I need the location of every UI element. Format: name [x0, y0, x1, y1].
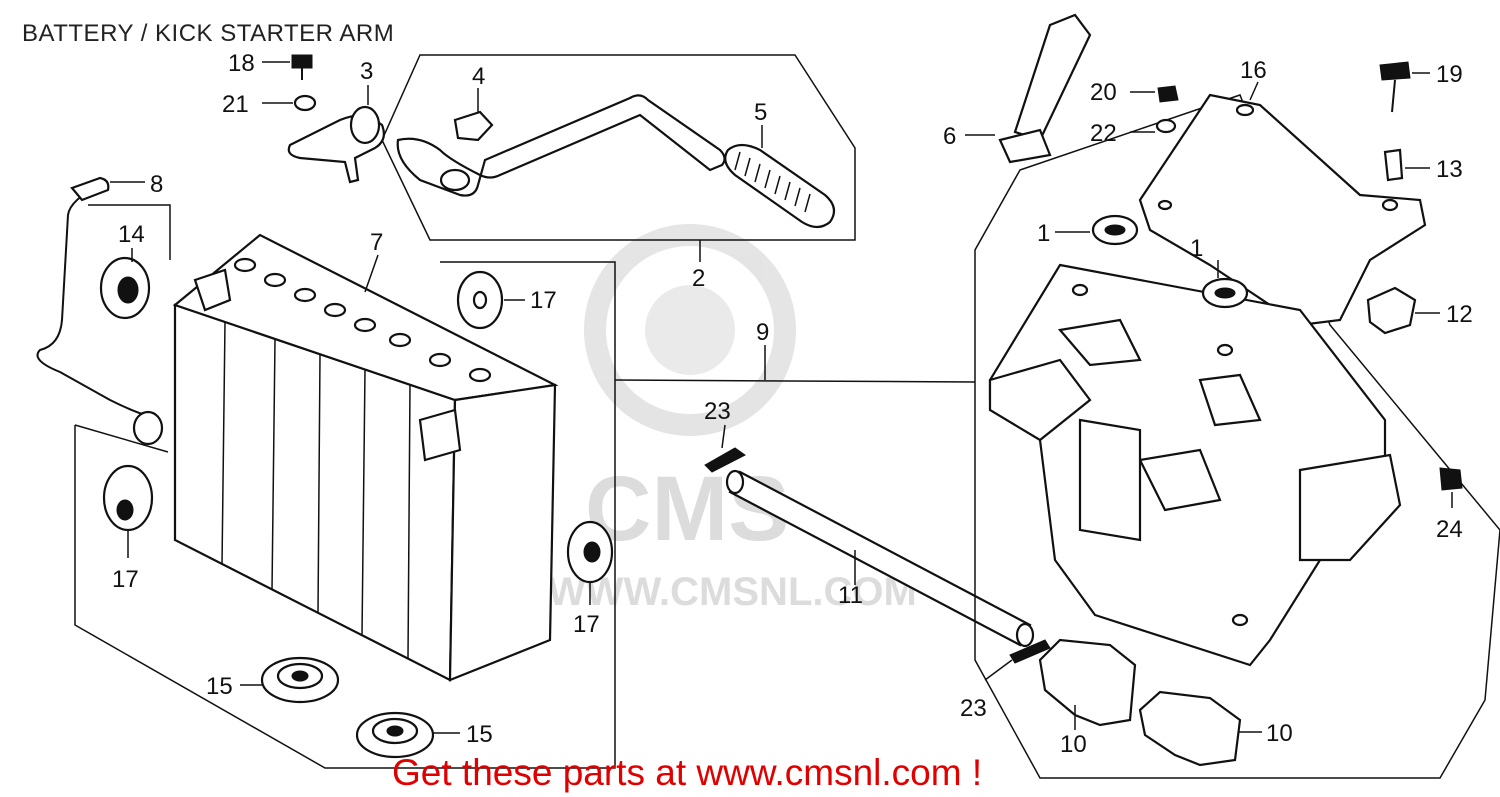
callout-17-right: 17 — [573, 611, 600, 638]
callout-10-left: 10 — [1060, 731, 1087, 758]
callout-labels: 18 3 21 4 5 8 14 7 17 2 9 6 20 22 16 19 … — [112, 50, 1473, 758]
callout-9: 9 — [756, 319, 769, 346]
callout-23-bottom: 23 — [960, 695, 987, 722]
callout-22: 22 — [1090, 120, 1117, 147]
callout-13: 13 — [1436, 156, 1463, 183]
callout-24: 24 — [1436, 516, 1463, 543]
callout-20: 20 — [1090, 79, 1117, 106]
callout-7: 7 — [370, 229, 383, 256]
callout-1-right: 1 — [1190, 235, 1203, 262]
callout-6: 6 — [943, 123, 956, 150]
callout-1-left: 1 — [1037, 220, 1050, 247]
callout-17-top: 17 — [530, 287, 557, 314]
callout-18: 18 — [228, 50, 255, 77]
callout-3: 3 — [360, 58, 373, 85]
callout-10-right: 10 — [1266, 720, 1293, 747]
callout-14: 14 — [118, 221, 145, 248]
callout-21: 21 — [222, 91, 249, 118]
kick-starter-group — [381, 54, 856, 262]
callout-11: 11 — [838, 582, 863, 609]
rod-11 — [704, 424, 1051, 681]
callout-16: 16 — [1240, 57, 1267, 84]
footer-promo-link[interactable]: Get these parts at www.cmsnl.com ! — [392, 752, 983, 793]
battery-case-group — [965, 13, 1500, 779]
battery-group — [36, 176, 616, 769]
callout-8: 8 — [150, 171, 163, 198]
callout-5: 5 — [754, 99, 767, 126]
callout-15-left: 15 — [206, 673, 233, 700]
bracket-leader-9 — [614, 345, 976, 383]
watermark-logo: CMS — [585, 458, 789, 560]
callout-17-left: 17 — [112, 566, 139, 593]
callout-12: 12 — [1446, 301, 1473, 328]
callout-19: 19 — [1436, 61, 1463, 88]
callout-4: 4 — [472, 63, 485, 90]
top-small-parts — [262, 54, 385, 184]
diagram-title: BATTERY / KICK STARTER ARM — [22, 20, 395, 47]
callout-15-right: 15 — [466, 721, 493, 748]
callout-23-top: 23 — [704, 398, 731, 425]
callout-2: 2 — [692, 265, 705, 292]
